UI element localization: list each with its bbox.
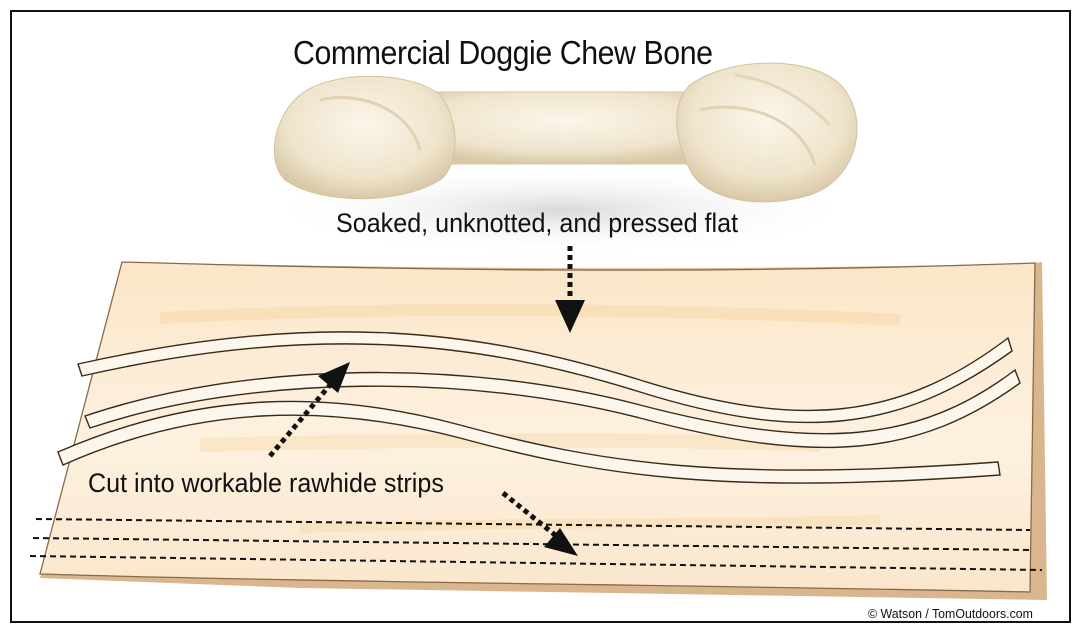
arrow-cut-down — [501, 491, 578, 556]
cut-caption: Cut into workable rawhide strips — [88, 468, 444, 498]
cut-line — [35, 518, 1031, 531]
cut-lines — [29, 518, 1043, 571]
rawhide-strip — [77, 331, 1013, 424]
rawhide-strip — [57, 400, 1001, 484]
diagram-title: Commercial Doggie Chew Bone — [293, 34, 713, 71]
soaked-caption: Soaked, unknotted, and pressed flat — [336, 208, 739, 238]
cut-line — [32, 537, 1031, 551]
copyright-credit: © Watson / TomOutdoors.com — [868, 606, 1033, 621]
cut-line — [29, 555, 1043, 571]
rawhide-strip — [84, 368, 1021, 449]
arrow-cut-up — [268, 362, 350, 458]
rawhide-strips — [57, 331, 1021, 484]
chew-bone — [260, 62, 860, 255]
arrow-soaked — [555, 246, 585, 333]
